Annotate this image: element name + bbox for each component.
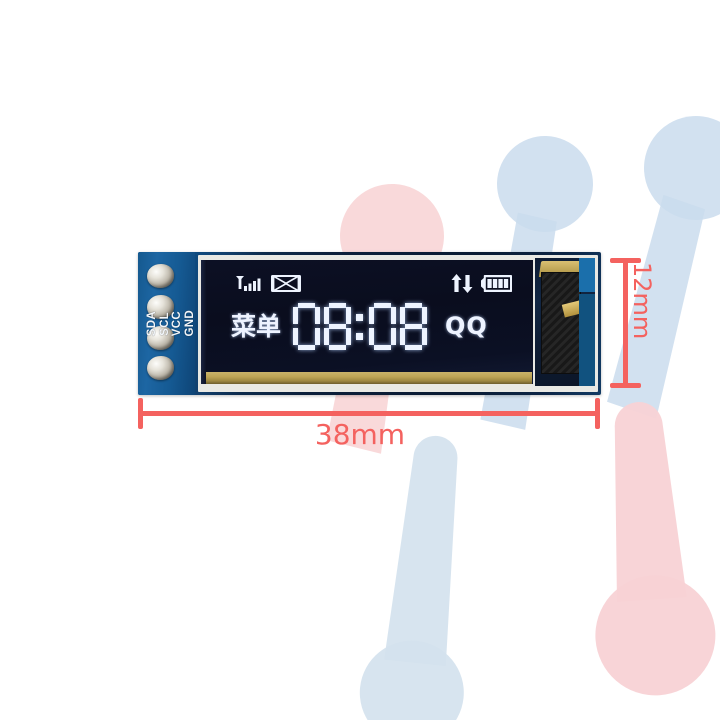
- clock-colon: [355, 303, 365, 350]
- dimension-line-horizontal: [140, 411, 599, 416]
- pin-shape-blue-upper-right: [607, 108, 720, 438]
- solder-pin: [147, 264, 174, 288]
- dimension-cap-top: [610, 258, 641, 263]
- pin-label-vcc: VCC: [171, 310, 183, 337]
- menu-label: 菜单: [231, 311, 282, 341]
- pin-label-scl: SCL: [158, 311, 171, 336]
- pin-header: GND VCC SCL SDA: [138, 252, 196, 395]
- app-label-qq: QQ: [445, 312, 488, 340]
- flex-pcb-lower: [579, 294, 595, 386]
- solder-pin: [147, 356, 174, 380]
- oled-screen: 菜单: [201, 260, 533, 384]
- dimension-line-vertical: [623, 261, 628, 386]
- display-glass: 菜单: [198, 255, 598, 392]
- driver-chip: [541, 272, 581, 374]
- battery-icon: [481, 275, 515, 292]
- oled-display-module: GND VCC SCL SDA: [138, 252, 601, 395]
- pin-label-gnd: GND: [183, 310, 196, 337]
- flex-pcb-upper: [579, 258, 595, 292]
- screen-status-bar: [235, 274, 519, 296]
- pin-label-sda: SDA: [146, 310, 158, 337]
- signal-bars-icon: [235, 275, 261, 293]
- solder-pin: [147, 295, 174, 319]
- seg-digit-min-tens: [369, 302, 397, 350]
- solder-pin: [147, 326, 174, 350]
- pin-shape-blue-lower-mid: [359, 432, 570, 720]
- driver-gold-strip: [206, 372, 532, 384]
- pin-label-group: GND VCC SCL SDA: [146, 252, 196, 395]
- pin-shape-pink-lower-right: [580, 402, 720, 720]
- dimension-cap-right: [595, 398, 600, 429]
- dimension-height-label: 12mm: [628, 262, 656, 340]
- seg-digit-min-ones: [400, 302, 428, 350]
- flex-connector-zone: [535, 258, 595, 386]
- clock-display: [293, 302, 428, 350]
- screen-main-row: 菜单: [231, 298, 523, 354]
- seg-digit-hour-tens: [293, 302, 321, 350]
- dimension-width-label: 38mm: [314, 418, 406, 451]
- envelope-icon: [271, 274, 301, 293]
- dimension-cap-bottom: [610, 383, 641, 388]
- data-transfer-arrows-icon: [451, 274, 473, 293]
- seg-digit-hour-ones: [324, 302, 352, 350]
